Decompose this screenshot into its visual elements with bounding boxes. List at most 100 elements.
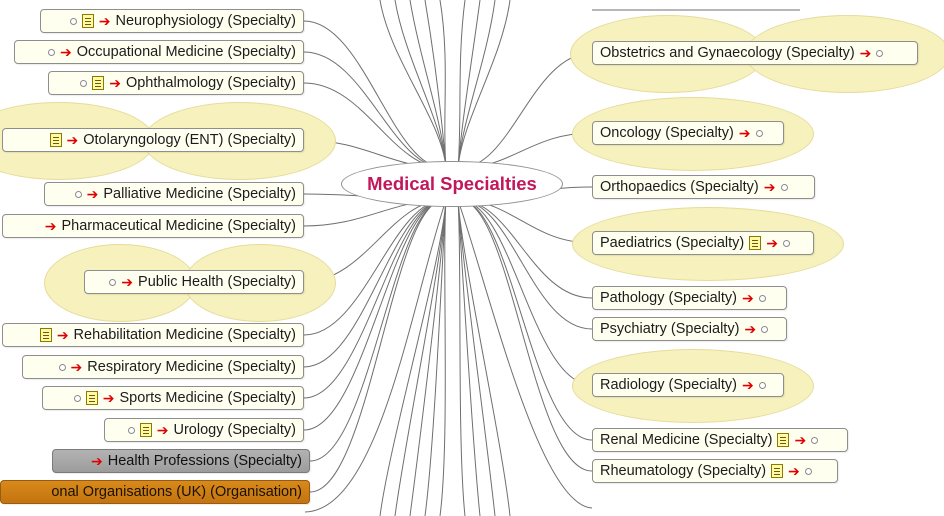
note-icon (49, 133, 62, 147)
red-arrow-icon: ➔ (742, 290, 754, 306)
connector-line (379, 199, 447, 516)
right-topic-node[interactable]: Obstetrics and Gynaecology (Specialty)➔ (592, 41, 918, 65)
left-topic-node[interactable]: ➔Health Professions (Specialty) (52, 449, 310, 473)
red-arrow-icon: ➔ (56, 327, 69, 343)
connector-line (424, 0, 447, 169)
topic-label: Occupational Medicine (Specialty) (76, 44, 296, 60)
collapse-knob-icon[interactable] (127, 426, 135, 434)
collapse-knob-icon[interactable] (755, 129, 763, 137)
left-topic-node[interactable]: ➔Respiratory Medicine (Specialty) (22, 355, 304, 379)
connector-line (457, 199, 496, 516)
topic-label: Sports Medicine (Specialty) (119, 390, 297, 406)
red-arrow-icon: ➔ (98, 13, 111, 29)
collapse-knob-icon[interactable] (876, 49, 884, 57)
topic-label: Oncology (Specialty) (600, 125, 734, 141)
note-icon (39, 328, 52, 342)
topic-label: Palliative Medicine (Specialty) (103, 186, 296, 202)
connector-line (394, 199, 447, 516)
collapse-knob-icon[interactable] (811, 436, 819, 444)
red-arrow-icon: ➔ (742, 377, 754, 393)
connector-line (409, 0, 447, 169)
connector-line (379, 0, 447, 169)
left-topic-node[interactable]: ➔Sports Medicine (Specialty) (42, 386, 304, 410)
red-arrow-icon: ➔ (109, 75, 121, 91)
right-topic-node[interactable]: Paediatrics (Specialty)➔ (592, 231, 814, 255)
topic-label: Paediatrics (Specialty) (600, 235, 745, 251)
left-topic-node[interactable]: ➔Neurophysiology (Specialty) (40, 9, 304, 33)
red-arrow-icon: ➔ (70, 359, 83, 375)
left-topic-node[interactable]: onal Organisations (UK) (Organisation) (0, 480, 310, 504)
connector-line (394, 0, 447, 169)
central-topic[interactable]: Medical Specialties (341, 161, 563, 207)
red-arrow-icon: ➔ (744, 321, 757, 337)
topic-label: Radiology (Specialty) (600, 377, 738, 393)
connector-line (457, 199, 511, 516)
left-topic-node[interactable]: ➔Otolaryngology (ENT) (Specialty) (2, 128, 304, 152)
collapse-knob-icon[interactable] (782, 239, 790, 247)
collapse-knob-icon[interactable] (80, 79, 88, 87)
red-arrow-icon: ➔ (763, 179, 776, 195)
red-arrow-icon: ➔ (121, 274, 134, 290)
connector-line (309, 199, 445, 493)
left-topic-node[interactable]: ➔Rehabilitation Medicine (Specialty) (2, 323, 304, 347)
right-topic-node[interactable]: Oncology (Specialty)➔ (592, 121, 784, 145)
collapse-knob-icon[interactable] (58, 363, 66, 371)
collapse-knob-icon[interactable] (109, 278, 117, 286)
topic-label: Health Professions (Specialty) (107, 453, 302, 469)
collapse-knob-icon[interactable] (761, 325, 769, 333)
left-topic-node[interactable]: ➔Urology (Specialty) (104, 418, 304, 442)
connector-line (459, 199, 593, 441)
collapse-knob-icon[interactable] (758, 381, 766, 389)
red-arrow-icon: ➔ (44, 218, 57, 234)
connector-line (439, 199, 447, 516)
note-icon (749, 236, 762, 250)
collapse-knob-icon[interactable] (69, 17, 77, 25)
red-arrow-icon: ➔ (788, 463, 800, 479)
note-icon (92, 76, 105, 90)
collapse-knob-icon[interactable] (48, 48, 56, 56)
topic-label: Public Health (Specialty) (138, 274, 296, 290)
collapse-knob-icon[interactable] (804, 467, 812, 475)
connector-line (459, 199, 593, 330)
central-topic-label: Medical Specialties (367, 173, 537, 194)
connector-line (304, 199, 447, 513)
red-arrow-icon: ➔ (794, 432, 807, 448)
connector-line (424, 199, 447, 516)
right-topic-node[interactable]: Radiology (Specialty)➔ (592, 373, 784, 397)
topic-label: Orthopaedics (Specialty) (600, 179, 759, 195)
left-topic-node[interactable]: ➔Ophthalmology (Specialty) (48, 71, 304, 95)
red-arrow-icon: ➔ (859, 45, 872, 61)
note-icon (85, 391, 98, 405)
red-arrow-icon: ➔ (60, 44, 72, 60)
collapse-knob-icon[interactable] (74, 190, 82, 198)
connector-line (309, 199, 445, 462)
right-topic-node[interactable]: Psychiatry (Specialty)➔ (592, 317, 787, 341)
right-topic-node[interactable]: Renal Medicine (Specialty) ➔ (592, 428, 848, 452)
connector-line (457, 0, 481, 169)
topic-label: Otolaryngology (ENT) (Specialty) (83, 132, 296, 148)
note-icon (771, 464, 784, 478)
left-topic-node[interactable]: ➔Pharmaceutical Medicine (Specialty) (2, 214, 304, 238)
topic-label: onal Organisations (UK) (Organisation) (51, 484, 302, 500)
topic-label: Rehabilitation Medicine (Specialty) (73, 327, 296, 343)
left-topic-node[interactable]: ➔Occupational Medicine (Specialty) (14, 40, 304, 64)
left-topic-node[interactable]: ➔Public Health (Specialty) (84, 270, 304, 294)
topic-label: Ophthalmology (Specialty) (125, 75, 296, 91)
connector-line (459, 199, 593, 386)
left-topic-node[interactable]: ➔Palliative Medicine (Specialty) (44, 182, 304, 206)
right-topic-node[interactable]: Pathology (Specialty)➔ (592, 286, 787, 310)
note-icon (777, 433, 790, 447)
red-arrow-icon: ➔ (66, 132, 79, 148)
topic-label: Rheumatology (Specialty) (600, 463, 767, 479)
topic-label: Psychiatry (Specialty) (600, 321, 740, 337)
red-arrow-icon: ➔ (86, 186, 99, 202)
red-arrow-icon: ➔ (738, 125, 751, 141)
topic-label: Renal Medicine (Specialty) (600, 432, 773, 448)
collapse-knob-icon[interactable] (780, 183, 788, 191)
connector-line (409, 199, 447, 516)
collapse-knob-icon[interactable] (758, 294, 766, 302)
collapse-knob-icon[interactable] (73, 394, 81, 402)
right-topic-node[interactable]: Rheumatology (Specialty) ➔ (592, 459, 838, 483)
right-topic-node[interactable]: Orthopaedics (Specialty)➔ (592, 175, 815, 199)
